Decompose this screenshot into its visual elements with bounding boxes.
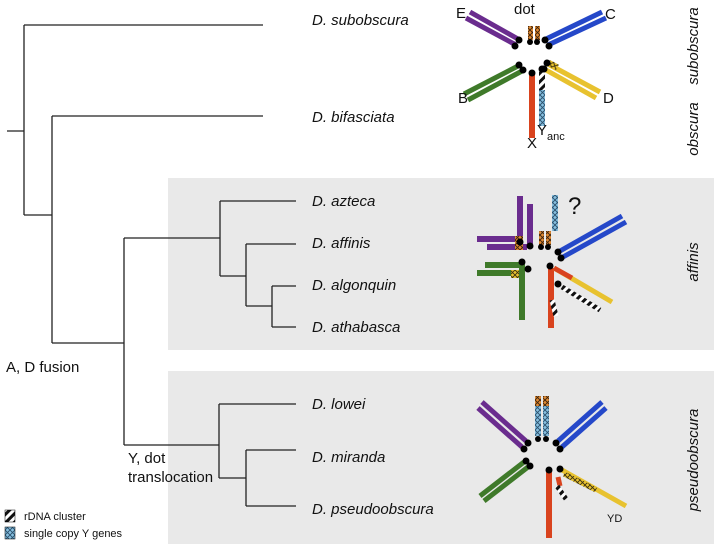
- label-X: X: [527, 135, 537, 152]
- phylogenetic-tree: [7, 24, 296, 507]
- chromosome-dot: [528, 26, 533, 40]
- chromosome-C: [556, 400, 604, 443]
- species-algonquin: D. algonquin: [312, 277, 396, 294]
- karyotype-pseudoobscura: [476, 396, 628, 538]
- chromosome-Y: [539, 70, 545, 90]
- label-D: D: [603, 90, 614, 107]
- label-Y: Y: [537, 122, 547, 139]
- species-lowei: D. lowei: [312, 396, 366, 413]
- affinis-panel: [168, 178, 714, 350]
- chromosome-Y: [535, 396, 541, 436]
- label-question: ?: [568, 193, 581, 220]
- legend-single-copy-label: single copy Y genes: [24, 528, 123, 540]
- label-C: C: [605, 6, 616, 23]
- group-obscura: obscura: [685, 102, 702, 155]
- group-subobscura: subobscura: [685, 7, 702, 85]
- chromosome-dot: [539, 231, 544, 245]
- event-y-dot-line1: Y, dot: [128, 450, 166, 467]
- species-miranda: D. miranda: [312, 449, 385, 466]
- species-athabasca: D. athabasca: [312, 319, 400, 336]
- chromosome-E: [480, 400, 528, 443]
- species-subobscura: D. subobscura: [312, 12, 409, 29]
- single-copy-swatch: [4, 526, 16, 540]
- chromosome-B: [485, 262, 525, 268]
- species-azteca: D. azteca: [312, 193, 375, 210]
- event-ad-fusion: A, D fusion: [6, 359, 79, 376]
- chromosome-C: [544, 9, 604, 42]
- chromosome-X: [529, 74, 535, 138]
- chromosome-X: [548, 268, 554, 328]
- label-YD: YD: [607, 513, 622, 525]
- chromosome-X: [546, 472, 552, 538]
- karyotype-affinis: [477, 195, 628, 328]
- species-affinis: D. affinis: [312, 235, 371, 252]
- chromosome-E: [517, 196, 523, 242]
- event-y-dot-line2: translocation: [128, 469, 213, 486]
- label-E: E: [456, 5, 466, 22]
- chromosome-E: [468, 9, 520, 42]
- chromosome-C: [558, 213, 624, 254]
- legend-rdna-label: rDNA cluster: [24, 511, 86, 523]
- chromosome-Y: [552, 195, 558, 231]
- legend: rDNA cluster single copy Y genes: [4, 509, 123, 540]
- chromosome-B: [462, 63, 520, 97]
- pseudoobscura-panel: [168, 371, 714, 544]
- species-bifasciata: D. bifasciata: [312, 109, 395, 126]
- rdna-swatch: [4, 509, 16, 523]
- species-pseudoobscura: D. pseudoobscura: [312, 501, 434, 518]
- label-B: B: [458, 90, 468, 107]
- label-dot: dot: [514, 1, 536, 18]
- group-affinis: affinis: [685, 242, 702, 282]
- label-anc: anc: [547, 131, 565, 143]
- group-pseudoobscura: pseudoobscura: [685, 409, 702, 513]
- chromosome-B: [478, 460, 526, 498]
- karyotype-ancestral: [462, 9, 608, 138]
